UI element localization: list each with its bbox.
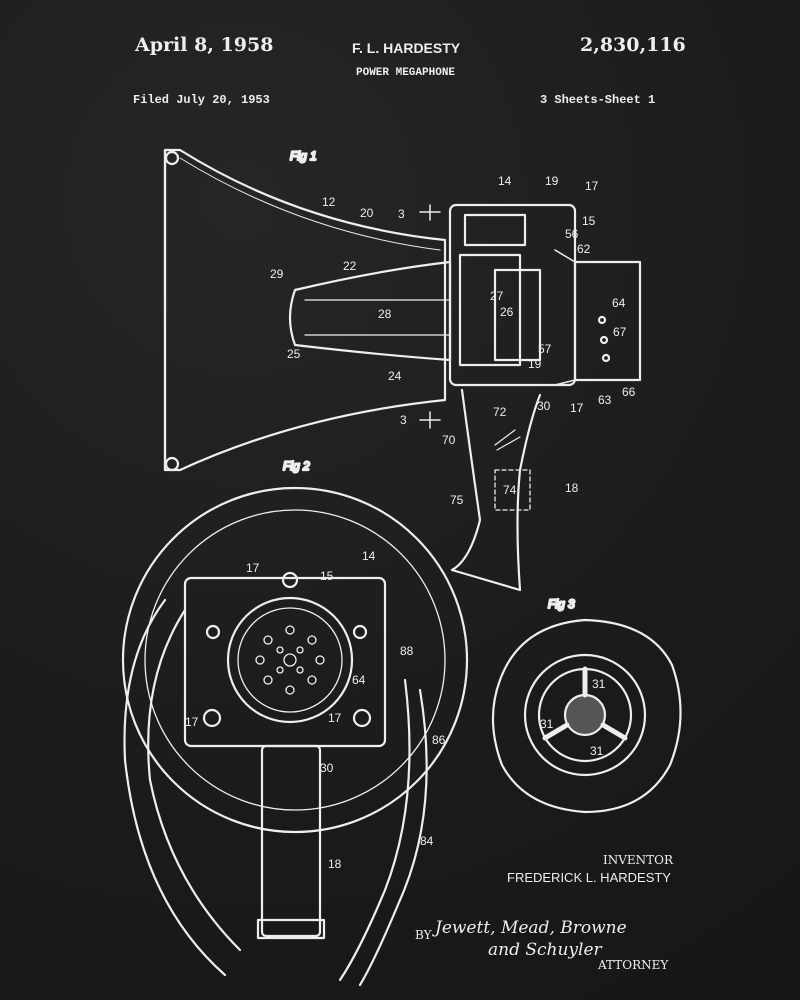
reference-numeral: 17 [585,179,599,193]
reference-numeral: 17 [328,711,342,725]
reference-numeral: 70 [442,433,456,447]
reference-numeral: 17 [570,401,584,415]
reference-numeral: 14 [498,174,512,188]
attorney-label: ATTORNEY [598,958,669,972]
reference-numeral: 15 [320,569,334,583]
reference-numeral: 18 [565,481,579,495]
reference-numeral: 62 [577,242,591,256]
reference-numeral: 86 [432,733,446,747]
reference-numeral: 28 [378,307,392,321]
reference-numeral: 20 [360,206,374,220]
reference-numeral: 66 [622,385,636,399]
reference-numeral: 25 [287,347,301,361]
reference-numeral: 88 [400,644,414,658]
reference-numeral: 3 [398,207,405,221]
reference-numeral: 30 [320,761,334,775]
reference-numeral: 63 [598,393,612,407]
reference-numeral: 27 [490,289,504,303]
reference-numeral: 75 [450,493,464,507]
reference-numeral: 31 [540,717,554,731]
reference-numeral: 14 [362,549,376,563]
reference-numeral: 64 [612,296,626,310]
sheet-info: 3 Sheets-Sheet 1 [540,93,656,107]
reference-numeral: 15 [582,214,596,228]
reference-numeral: 26 [500,305,514,319]
attorney-signature-line1: Jewett, Mead, Browne [435,918,627,938]
fig3-label: Fig 3 [548,597,575,611]
attorney-signature-line2: and Schuyler [488,940,602,960]
reference-numeral: 22 [343,259,357,273]
reference-numeral: 84 [420,834,434,848]
reference-numeral: 30 [537,399,551,413]
inventor-name: FREDERICK L. HARDESTY [507,870,671,885]
filed-date: Filed July 20, 1953 [133,93,270,107]
patent-title: POWER MEGAPHONE [356,67,456,79]
reference-numeral: 74 [503,483,517,497]
reference-numeral: 18 [328,857,342,871]
reference-numeral: 57 [538,342,552,356]
reference-numeral: 31 [590,744,604,758]
reference-numeral: 17 [246,561,260,575]
reference-numeral: 12 [322,195,336,209]
fig2-megaphone-rear-view [121,486,469,987]
reference-numeral: 17 [185,715,199,729]
patent-date: April 8, 1958 [135,34,274,56]
fig2-label: Fig 2 [283,459,310,473]
inventor-label: INVENTOR [603,853,674,867]
reference-numeral: 64 [352,673,366,687]
fig1-megaphone-side-view [163,148,642,592]
reference-numeral: 56 [565,227,579,241]
fig1-label: Fig 1 [290,149,317,163]
fig1-reference-numerals: 12 20 3 14 19 17 15 56 62 22 29 27 28 26… [270,174,636,507]
reference-numeral: 24 [388,369,402,383]
reference-numeral: 3 [400,413,407,427]
reference-numeral: 31 [592,677,606,691]
fig3-cross-section [491,618,682,814]
inventor-header: F. L. HARDESTY [352,40,461,56]
reference-numeral: 72 [493,405,507,419]
reference-numeral: 19 [528,357,542,371]
reference-numeral: 67 [613,325,627,339]
fig2-reference-numerals: 17 15 14 64 88 17 17 86 30 18 84 [185,549,446,871]
patent-number: 2,830,116 [580,34,686,56]
reference-numeral: 29 [270,267,284,281]
fig3-reference-numerals: 31 31 31 [540,677,606,758]
reference-numeral: 19 [545,174,559,188]
by-label: BY [415,928,432,942]
